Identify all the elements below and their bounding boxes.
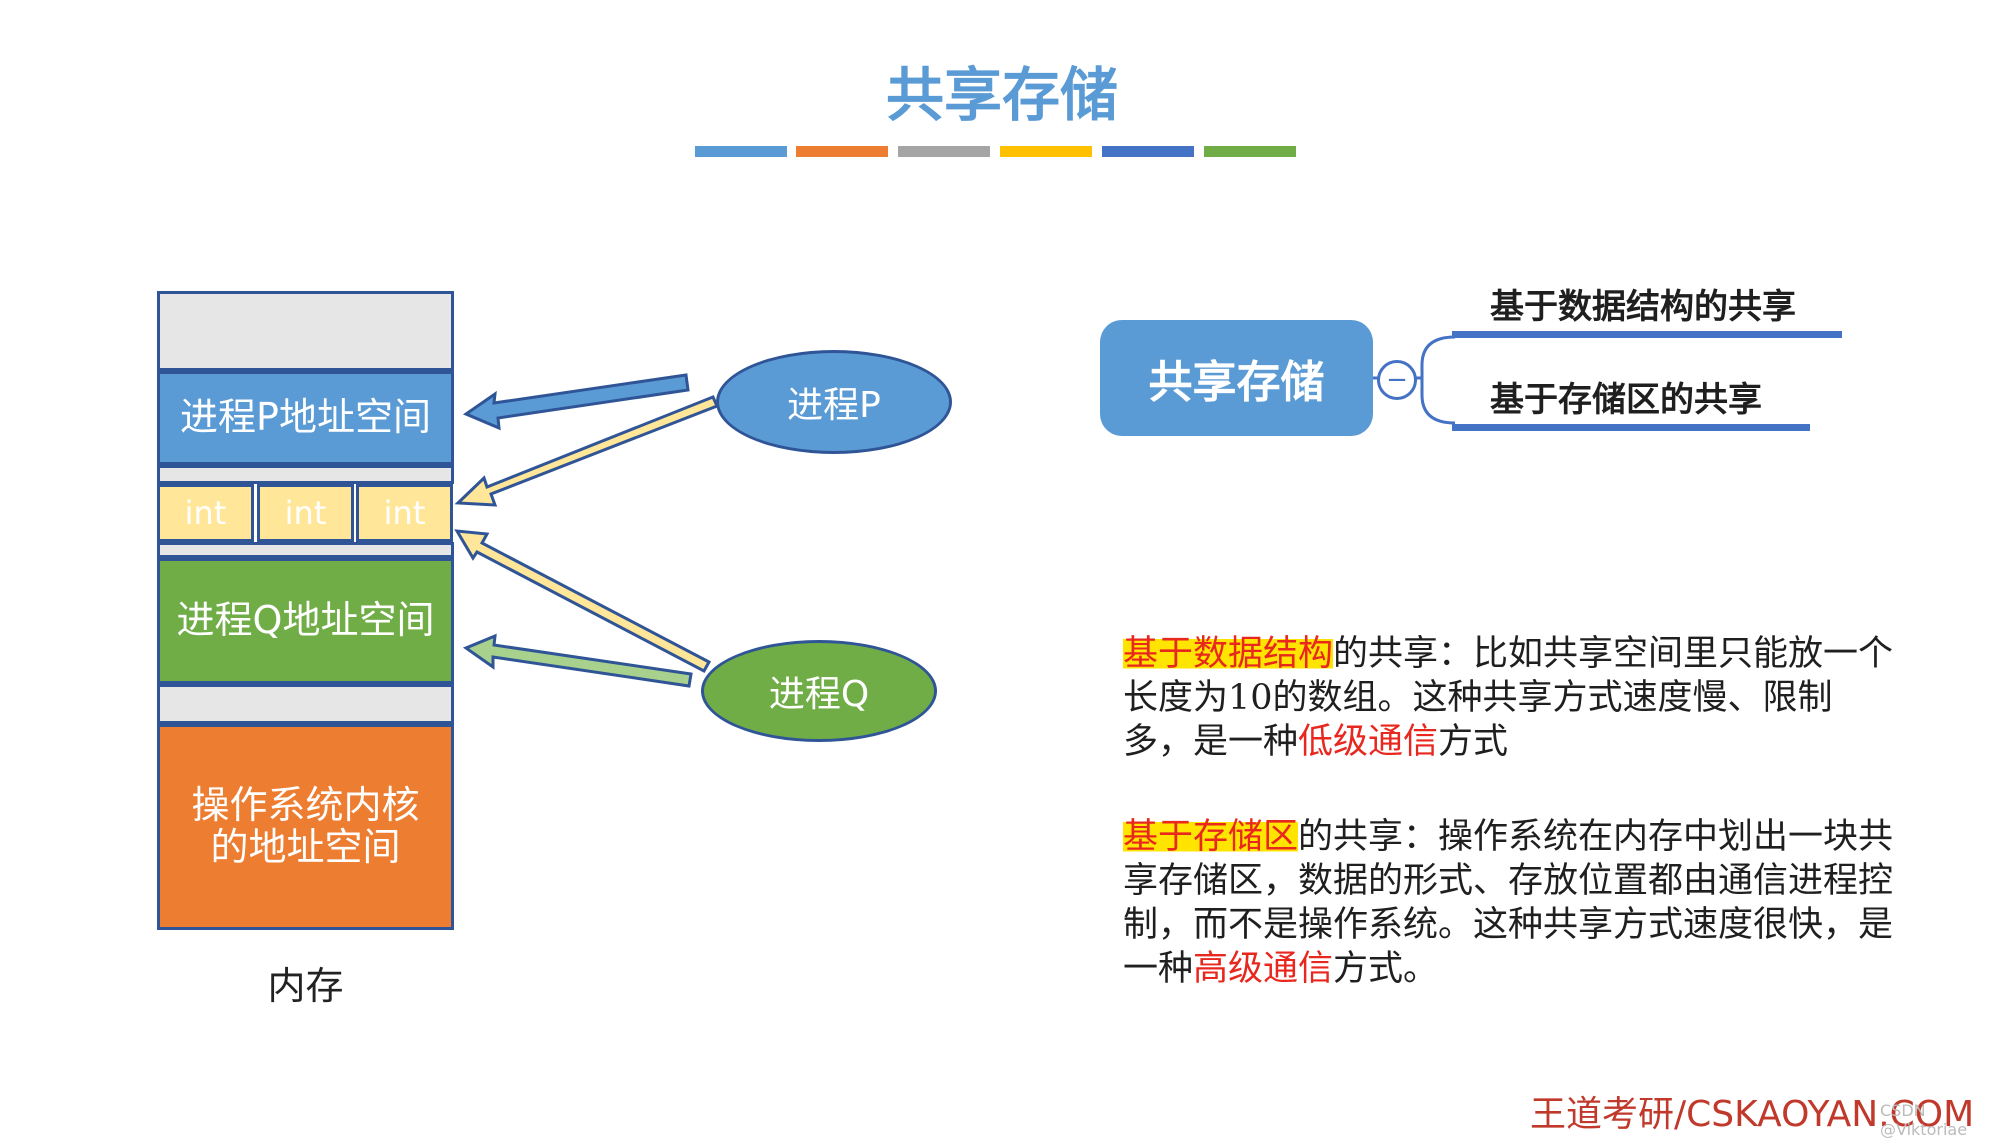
slide-title: 共享存储 — [885, 61, 1118, 129]
mindmap-topic-label: 共享存储 — [1148, 357, 1325, 408]
paragraph-data-structure-sharing: 基于数据结构的共享：比如共享空间里只能放一个长度为10的数组。这种共享方式速度慢… — [1123, 632, 1898, 764]
process-p-address-space: 进程P地址空间 — [157, 371, 454, 465]
color-bar — [1000, 146, 1092, 157]
emphasis-term: 高级通信 — [1193, 949, 1334, 989]
process-p-label: 进程P — [787, 385, 881, 426]
color-bar — [1102, 146, 1194, 157]
paragraph-text: 的共享：操作系统在内存中划出一块共享存储区，数据的形式、存放位置都由通信进程控制… — [1123, 817, 1894, 989]
paragraph-text: 的共享：比如共享空间里只能放一个长度为10的数组。这种共享方式速度慢、限制多，是… — [1123, 634, 1894, 762]
mindmap-topic: 共享存储 — [1100, 320, 1373, 436]
paragraph-text: 方式。 — [1333, 949, 1439, 989]
color-bar — [796, 146, 888, 157]
arrow-p-to-shared — [454, 395, 720, 507]
collapse-symbol: − — [1386, 365, 1408, 395]
process-p-node: 进程P — [716, 350, 952, 454]
highlight-term: 基于数据结构 — [1123, 634, 1334, 674]
shared-int-label: int — [284, 494, 327, 532]
shared-int-cell: int — [157, 484, 254, 542]
paragraph-text: 方式 — [1438, 722, 1509, 762]
mindmap-branch-storage-area: 基于存储区的共享 — [1490, 380, 1762, 420]
mindmap-branch-data-structure: 基于数据结构的共享 — [1490, 287, 1796, 327]
process-q-address-space-label: 进程Q地址空间 — [176, 598, 435, 643]
shared-int-label: int — [184, 494, 227, 532]
paragraph-storage-area-sharing: 基于存储区的共享：操作系统在内存中划出一块共享存储区，数据的形式、存放位置都由通… — [1123, 815, 1898, 991]
arrow-q-to-shared — [454, 529, 712, 674]
color-bar — [695, 146, 787, 157]
arrow-p-to-p-space — [462, 373, 690, 431]
process-q-address-space: 进程Q地址空间 — [157, 558, 454, 684]
watermark: CSDN @Viktoriae — [1880, 1101, 1968, 1139]
collapse-toggle-icon[interactable]: − — [1377, 360, 1417, 400]
mindmap-branch-underline — [1452, 331, 1842, 338]
memory-gap — [157, 542, 454, 558]
process-p-address-space-label: 进程P地址空间 — [180, 395, 431, 440]
color-bar — [898, 146, 990, 157]
memory-gap — [157, 465, 454, 484]
process-q-label: 进程Q — [768, 674, 870, 715]
highlight-term: 基于存储区 — [1123, 817, 1299, 857]
kernel-address-space: 操作系统内核 的地址空间 — [157, 724, 454, 930]
arrow-q-to-q-space — [462, 633, 693, 688]
memory-free-bottom — [157, 684, 454, 724]
emphasis-term: 低级通信 — [1298, 722, 1439, 762]
shared-int-cell: int — [257, 484, 354, 542]
shared-int-cell: int — [356, 484, 453, 542]
kernel-address-space-label: 操作系统内核 的地址空间 — [191, 783, 420, 869]
process-q-node: 进程Q — [701, 640, 937, 742]
color-bar — [1204, 146, 1296, 157]
shared-int-label: int — [383, 494, 426, 532]
mindmap-branch-underline — [1452, 424, 1810, 431]
memory-free-top — [157, 291, 454, 371]
memory-caption: 内存 — [267, 964, 344, 1008]
